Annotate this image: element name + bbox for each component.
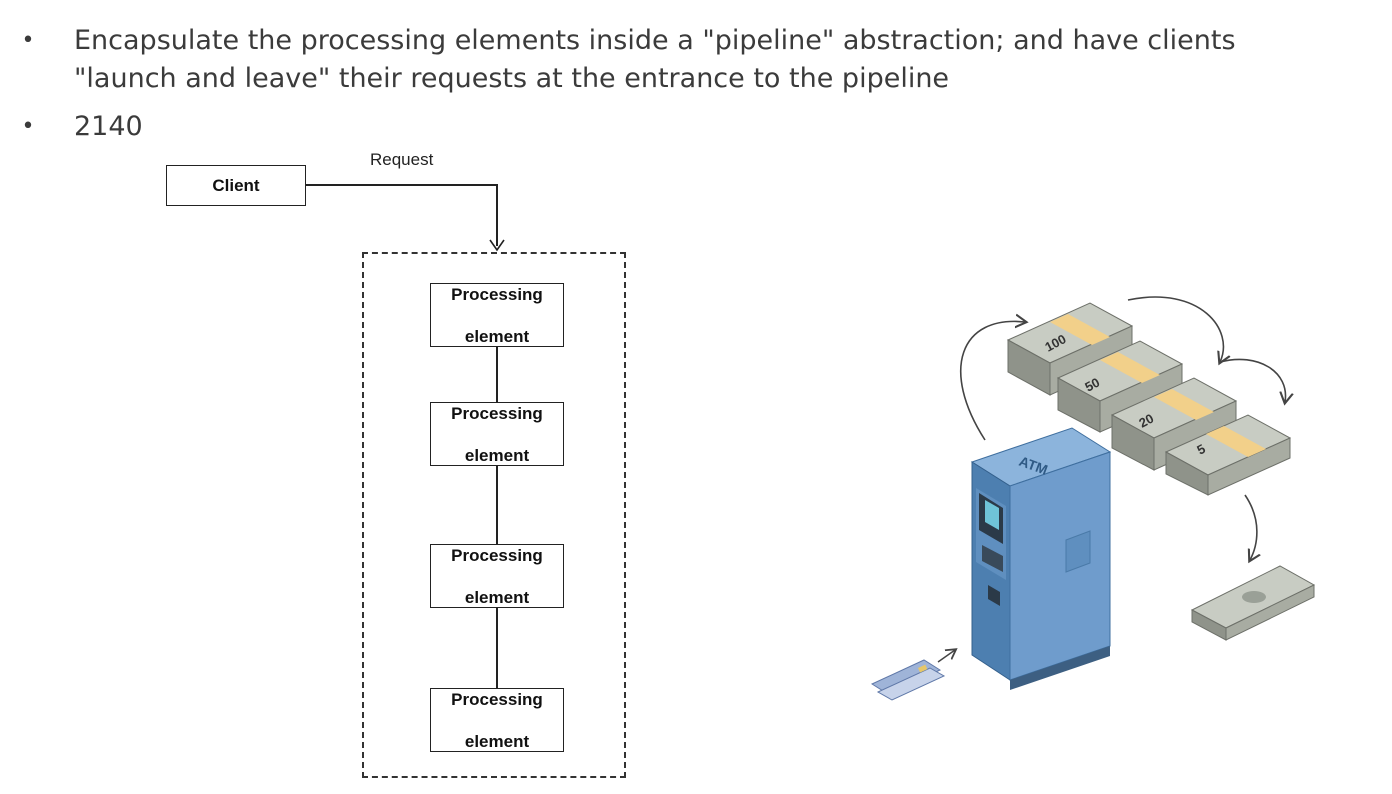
flow-arrow-icon [1244, 494, 1257, 560]
client-label: Client [212, 176, 260, 195]
processing-element-line: element [464, 326, 530, 346]
request-arrowhead-icon [489, 239, 505, 252]
bullet-text: 2140 [74, 111, 143, 142]
bullet-line: "launch and leave" their requests at the… [74, 63, 950, 94]
request-wire-horizontal [306, 184, 498, 186]
bullet-marker: • [21, 114, 35, 139]
bank-card-icon [870, 659, 946, 701]
stack-label: 20 [1136, 411, 1156, 431]
atm-illustration: 100 50 20 5 ATM [870, 296, 1316, 701]
processing-element-line: Processing [451, 403, 543, 423]
processing-element-line: element [464, 445, 530, 465]
processing-element-line: Processing [451, 689, 543, 709]
cash-output-icon [1190, 565, 1316, 641]
bullet-line: Encapsulate the processing elements insi… [74, 25, 1236, 56]
money-stack-5-icon: 5 [1164, 414, 1292, 496]
stack-label: 50 [1082, 375, 1102, 395]
processing-element-line: Processing [451, 284, 543, 304]
processing-element: Processing element [430, 283, 564, 347]
pipeline-connector [496, 608, 498, 688]
flow-arrow-icon [1127, 296, 1223, 362]
pipeline-connector [496, 347, 498, 402]
atm-machine-icon: ATM [970, 427, 1112, 690]
request-label: Request [370, 150, 434, 169]
processing-element-line: element [464, 731, 530, 751]
bullet-marker: • [21, 28, 35, 53]
bullet-text: Encapsulate the processing elements insi… [74, 22, 1314, 98]
processing-element-line: Processing [451, 545, 543, 565]
request-wire-vertical [496, 184, 498, 246]
processing-element: Processing element [430, 688, 564, 752]
pipeline-connector [496, 466, 498, 544]
money-stack-100-icon: 100 [1006, 302, 1134, 396]
flow-arrow-icon [1219, 358, 1286, 402]
flow-arrow-icon [937, 650, 955, 663]
processing-element: Processing element [430, 402, 564, 466]
processing-element: Processing element [430, 544, 564, 608]
flow-arrow-icon [960, 321, 1025, 441]
processing-element-line: element [464, 587, 530, 607]
pipeline-boundary [362, 252, 626, 778]
client-box: Client [166, 165, 306, 206]
